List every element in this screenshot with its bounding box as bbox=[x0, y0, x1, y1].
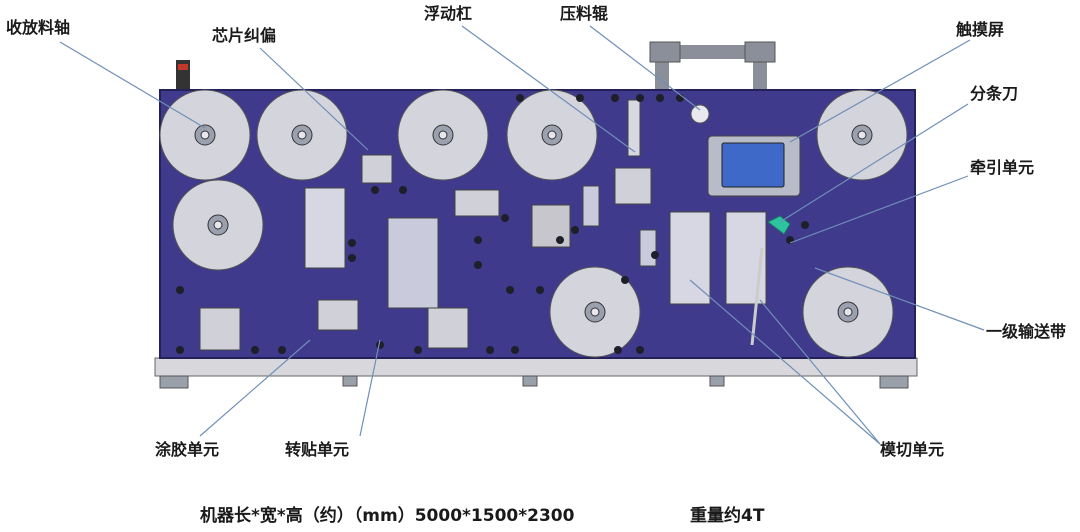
leader-nip-roller bbox=[589, 25, 701, 111]
leader-touch-screen bbox=[789, 39, 971, 143]
leader-dancer-roller bbox=[461, 25, 636, 153]
die-cut-module-1 bbox=[669, 211, 711, 305]
label-traction-unit: 牵引单元 bbox=[970, 158, 1035, 177]
leader-die-cut-unit-2 bbox=[759, 299, 881, 445]
roll-8 bbox=[802, 266, 894, 358]
nip-roller bbox=[690, 104, 710, 124]
leader-lines bbox=[59, 25, 985, 445]
control-box bbox=[531, 204, 571, 248]
machine-feet bbox=[159, 375, 909, 389]
leader-rewind-shaft bbox=[59, 41, 206, 129]
label-web-guide: 芯片纠偏 bbox=[212, 26, 277, 45]
label-primary-conveyor: 一级输送带 bbox=[986, 322, 1067, 341]
spec-weight: 重量约4T bbox=[690, 506, 765, 526]
label-die-cut-unit: 模切单元 bbox=[880, 440, 945, 459]
transfer-module bbox=[317, 299, 359, 331]
dancer-bar bbox=[627, 99, 641, 157]
roll-6 bbox=[172, 179, 264, 271]
roll-1 bbox=[159, 89, 251, 181]
label-touch-screen: 触摸屏 bbox=[956, 20, 1005, 39]
process-modules bbox=[199, 99, 767, 351]
label-dancer-roller: 浮动杠 bbox=[424, 4, 473, 23]
roll-4 bbox=[506, 89, 598, 181]
leader-web-guide bbox=[259, 47, 369, 151]
leader-slitting-knife bbox=[779, 103, 969, 223]
leader-transfer-unit bbox=[359, 339, 381, 437]
label-gluing-unit: 涂胶单元 bbox=[155, 440, 220, 459]
spec-dimensions: 机器长*宽*高（约）（mm）5000*1500*2300 bbox=[200, 506, 575, 526]
machine-base bbox=[154, 357, 918, 377]
leader-die-cut-unit-1 bbox=[689, 279, 881, 445]
roll-3 bbox=[397, 89, 489, 181]
leader-traction-unit bbox=[789, 175, 969, 244]
roll-7 bbox=[549, 266, 641, 358]
leader-gluing-unit bbox=[199, 339, 311, 437]
roll-2 bbox=[256, 89, 348, 181]
label-rewind-shaft: 收放料轴 bbox=[6, 18, 71, 37]
gluing-module bbox=[199, 307, 241, 351]
roll-5 bbox=[816, 89, 908, 181]
module-a bbox=[304, 187, 346, 269]
slitter-blade bbox=[767, 215, 791, 235]
touch-screen bbox=[721, 142, 785, 188]
material-rolls bbox=[159, 89, 908, 358]
module-b bbox=[387, 217, 439, 309]
label-transfer-unit: 转贴单元 bbox=[285, 440, 350, 459]
label-nip-roller: 压料辊 bbox=[560, 4, 609, 23]
label-slitting-knife: 分条刀 bbox=[970, 84, 1019, 103]
die-cut-module-2 bbox=[725, 211, 767, 305]
leader-primary-conveyor bbox=[814, 267, 985, 331]
